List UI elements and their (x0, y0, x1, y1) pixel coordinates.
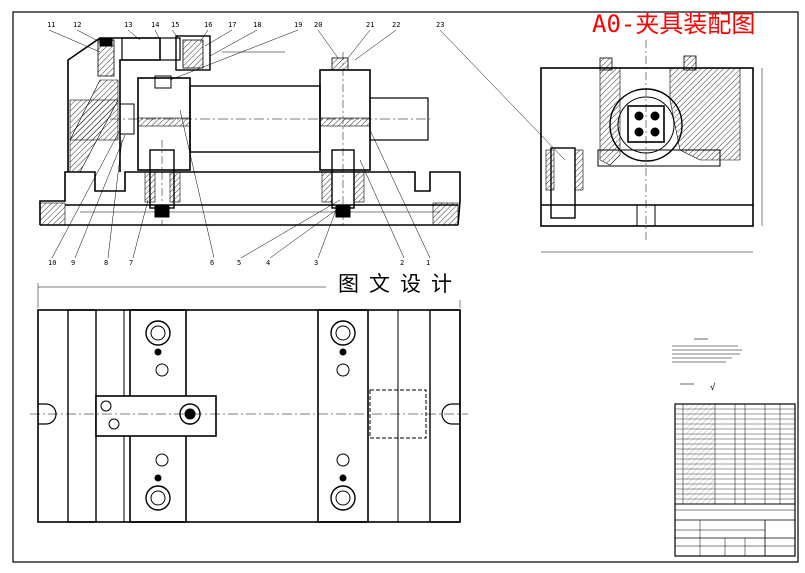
part-callout-16: 16 (204, 21, 213, 29)
part-callout-21: 21 (366, 21, 375, 29)
technical-notes (672, 338, 742, 385)
part-callout-19: 19 (294, 21, 303, 29)
parts-list-and-title-block (674, 403, 796, 557)
part-callout-15: 15 (171, 21, 180, 29)
sheet-border (12, 11, 799, 563)
part-callout-7: 7 (129, 259, 134, 267)
part-callout-5: 5 (237, 259, 242, 267)
part-callout-11: 11 (47, 21, 56, 29)
part-callout-8: 8 (104, 259, 109, 267)
part-callout-13: 13 (124, 21, 133, 29)
part-callout-22: 22 (392, 21, 401, 29)
part-callout-3: 3 (314, 259, 319, 267)
part-callout-14: 14 (151, 21, 160, 29)
part-callout-20: 20 (314, 21, 323, 29)
part-callout-1: 1 (426, 259, 431, 267)
drawing-title: A0-夹具装配图 (592, 10, 756, 38)
part-callout-6: 6 (210, 259, 215, 267)
front-view (39, 29, 566, 259)
part-callout-9: 9 (71, 259, 76, 267)
part-callout-12: 12 (73, 21, 82, 29)
watermark-text: 图文设计 (326, 268, 474, 300)
top-view (30, 283, 468, 523)
part-callout-4: 4 (266, 259, 271, 267)
part-callout-18: 18 (253, 21, 262, 29)
side-view (540, 40, 763, 253)
part-callout-2: 2 (400, 259, 405, 267)
surface-roughness-symbol: √ (710, 383, 716, 393)
part-callout-23: 23 (436, 21, 445, 29)
part-callout-17: 17 (228, 21, 237, 29)
part-callout-10: 10 (48, 259, 57, 267)
